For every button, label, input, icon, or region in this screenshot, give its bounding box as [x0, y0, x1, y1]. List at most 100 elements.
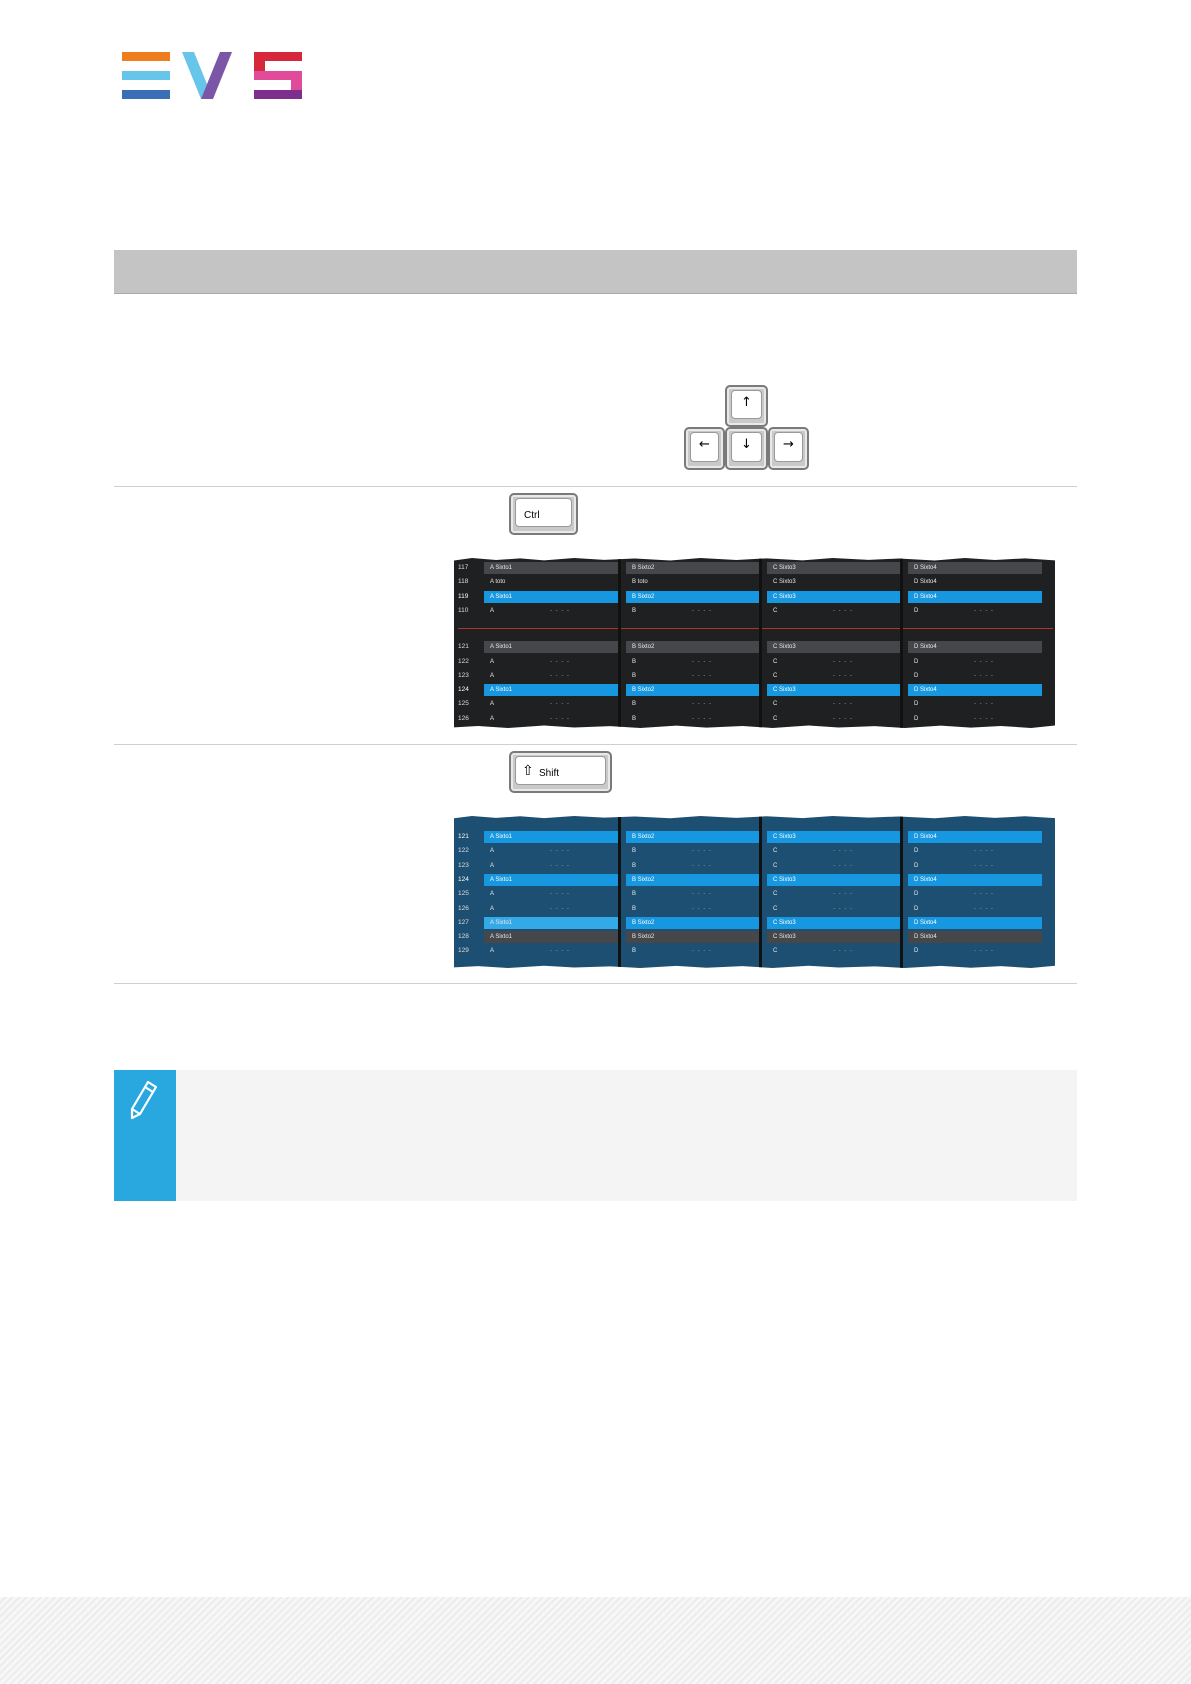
clip-label: D Sixto4	[914, 919, 937, 926]
clip-cell[interactable]: B Sixto2	[626, 916, 760, 929]
clip-cell[interactable]: A Sixto1	[484, 590, 618, 603]
clip-cell[interactable]: C Sixto3	[767, 873, 901, 886]
clip-cell[interactable]: A- - - -	[484, 656, 618, 668]
clip-cell[interactable]: B Sixto2	[626, 931, 760, 944]
empty-marker: - - - -	[692, 658, 712, 665]
clip-cell[interactable]: A- - - -	[484, 670, 618, 682]
clip-cell[interactable]: B- - - -	[626, 945, 760, 957]
clip-cell[interactable]: B Sixto2	[626, 590, 760, 603]
clip-cell[interactable]: D Sixto4	[908, 916, 1042, 929]
clip-cell[interactable]: B- - - -	[626, 670, 760, 682]
clip-cell[interactable]: A Sixto1	[484, 873, 618, 886]
clip-cell[interactable]: A- - - -	[484, 903, 618, 915]
clip-cell[interactable]: C- - - -	[767, 888, 901, 900]
clip-cell[interactable]: C Sixto3	[767, 684, 901, 697]
clip-cell[interactable]: C- - - -	[767, 860, 901, 872]
clip-cell[interactable]: A toto	[484, 576, 618, 588]
clip-cell[interactable]: D Sixto4	[908, 831, 1042, 843]
clip-cell[interactable]: D Sixto4	[908, 590, 1042, 603]
clip-cell[interactable]: D- - - -	[908, 888, 1042, 900]
clip-cell[interactable]: C- - - -	[767, 656, 901, 668]
clip-cell[interactable]: A Sixto1	[484, 641, 618, 654]
clip-cell[interactable]: A- - - -	[484, 605, 618, 617]
clip-label: B Sixto2	[632, 834, 655, 840]
clip-cell[interactable]: C- - - -	[767, 845, 901, 857]
clip-cell[interactable]: A- - - -	[484, 845, 618, 857]
clip-cell[interactable]: D Sixto4	[908, 931, 1042, 944]
clip-cell[interactable]: D Sixto4	[908, 641, 1042, 654]
clip-cell[interactable]: A- - - -	[484, 945, 618, 957]
clip-cell[interactable]: C Sixto3	[767, 916, 901, 929]
clip-cell[interactable]: B Sixto2	[626, 641, 760, 654]
clip-cell[interactable]: A Sixto1	[484, 684, 618, 697]
clip-cell[interactable]: A Sixto1	[484, 562, 618, 574]
clip-cell[interactable]: C Sixto3	[767, 641, 901, 654]
clip-cell[interactable]: B toto	[626, 576, 760, 588]
clip-cell[interactable]: C Sixto3	[767, 590, 901, 603]
clip-cell[interactable]: C- - - -	[767, 713, 901, 725]
clip-cell[interactable]: A- - - -	[484, 698, 618, 710]
clip-cell[interactable]: B Sixto2	[626, 873, 760, 886]
clip-cell[interactable]: C- - - -	[767, 605, 901, 617]
clip-cell[interactable]: A- - - -	[484, 860, 618, 872]
clip-cell[interactable]: D Sixto4	[908, 562, 1042, 574]
clip-cell[interactable]: A- - - -	[484, 713, 618, 725]
clip-cell[interactable]: D- - - -	[908, 670, 1042, 682]
clip-cell[interactable]: A- - - -	[484, 888, 618, 900]
empty-marker: - - - -	[974, 715, 994, 722]
clip-cell[interactable]: D Sixto4	[908, 873, 1042, 886]
clip-cell[interactable]: D- - - -	[908, 945, 1042, 957]
clip-cell[interactable]: B Sixto2	[626, 684, 760, 697]
clip-cell[interactable]: B- - - -	[626, 845, 760, 857]
clip-cell[interactable]: A Sixto1	[484, 916, 618, 929]
clip-cell[interactable]: B- - - -	[626, 903, 760, 915]
clip-cell[interactable]: C- - - -	[767, 670, 901, 682]
clip-cell[interactable]: D Sixto4	[908, 684, 1042, 697]
clip-cell[interactable]: D- - - -	[908, 860, 1042, 872]
clip-cell[interactable]: B- - - -	[626, 713, 760, 725]
clip-cell[interactable]: D- - - -	[908, 903, 1042, 915]
clip-cell[interactable]: D- - - -	[908, 845, 1042, 857]
clip-cell[interactable]: D- - - -	[908, 605, 1042, 617]
clip-cell[interactable]: A Sixto1	[484, 931, 618, 944]
clip-cell[interactable]: B- - - -	[626, 656, 760, 668]
clip-cell[interactable]: B- - - -	[626, 605, 760, 617]
clip-cell[interactable]: B- - - -	[626, 698, 760, 710]
clip-cell[interactable]: B- - - -	[626, 860, 760, 872]
clip-cell[interactable]: C- - - -	[767, 903, 901, 915]
clip-cell[interactable]: D Sixto4	[908, 576, 1042, 588]
clip-cell[interactable]: C- - - -	[767, 945, 901, 957]
clip-cell[interactable]: C Sixto3	[767, 576, 901, 588]
clip-cell[interactable]: B- - - -	[626, 888, 760, 900]
clip-cell[interactable]: B Sixto2	[626, 831, 760, 843]
clip-cell[interactable]: C- - - -	[767, 698, 901, 710]
clip-cell[interactable]: D- - - -	[908, 656, 1042, 668]
clip-cell[interactable]: D- - - -	[908, 713, 1042, 725]
clip-label: C	[773, 848, 778, 855]
clip-cell[interactable]: C Sixto3	[767, 562, 901, 574]
clip-cell[interactable]: A Sixto1	[484, 831, 618, 843]
clip-cell[interactable]: C Sixto3	[767, 931, 901, 944]
clip-cell[interactable]: B Sixto2	[626, 562, 760, 574]
clip-cell[interactable]: C Sixto3	[767, 831, 901, 843]
clip-cell[interactable]: D- - - -	[908, 698, 1042, 710]
